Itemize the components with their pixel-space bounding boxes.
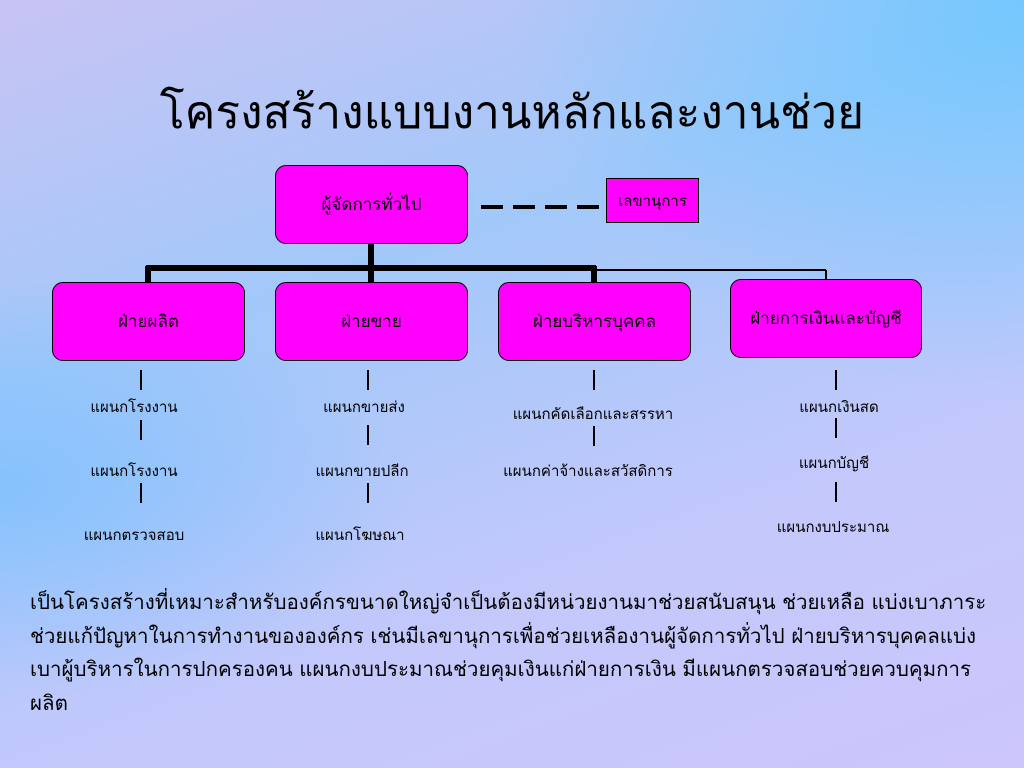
department-production-box: ฝ่ายผลิต — [52, 282, 245, 361]
department-sales-box: ฝ่ายขาย — [275, 282, 468, 361]
department-hr-box: ฝ่ายบริหารบุคคล — [498, 282, 691, 361]
section-label: แผนกค่าจ้างและสวัสดิการ — [503, 462, 673, 480]
section-label: แผนกโรงงาน — [90, 462, 178, 480]
department-label: ฝ่ายการเงินและบัญชี — [750, 309, 902, 329]
department-label: ฝ่ายขาย — [341, 312, 402, 332]
department-finance-box: ฝ่ายการเงินและบัญชี — [730, 279, 922, 358]
slide-title: โครงสร้างแบบงานหลักและงานช่วย — [159, 85, 865, 139]
general-manager-box: ผู้จัดการทั่วไป — [275, 165, 468, 244]
section-connector — [140, 483, 142, 503]
section-label: แผนกตรวจสอบ — [83, 526, 185, 544]
section-connector — [367, 425, 369, 445]
section-label: แผนกขายส่ง — [323, 398, 405, 416]
section-connector — [593, 370, 595, 390]
section-label: แผนกขายปลีก — [315, 462, 409, 480]
section-label: แผนกโฆษณา — [315, 526, 405, 544]
section-connector — [140, 370, 142, 390]
section-connector — [835, 482, 837, 502]
section-connector — [835, 370, 837, 390]
department-label: ฝ่ายบริหารบุคคล — [532, 312, 657, 332]
description-paragraph: เป็นโครงสร้างที่เหมาะสำหรับองค์กรขนาดใหญ… — [30, 590, 987, 715]
section-label: แผนกบัญชี — [798, 454, 870, 472]
section-connector — [593, 426, 595, 446]
secretary-box: เลขานุการ — [606, 178, 699, 223]
section-label: แผนกเงินสด — [799, 398, 879, 416]
section-label: แผนกงบประมาณ — [776, 518, 890, 536]
section-connector — [140, 420, 142, 440]
general-manager-label: ผู้จัดการทั่วไป — [321, 195, 422, 215]
section-connector — [835, 418, 837, 438]
department-label: ฝ่ายผลิต — [118, 312, 179, 332]
section-connector — [367, 483, 369, 503]
secretary-label: เลขานุการ — [618, 191, 687, 210]
section-label: แผนกโรงงาน — [90, 398, 178, 416]
section-connector — [367, 370, 369, 390]
section-label: แผนกคัดเลือกและสรรหา — [512, 405, 674, 423]
